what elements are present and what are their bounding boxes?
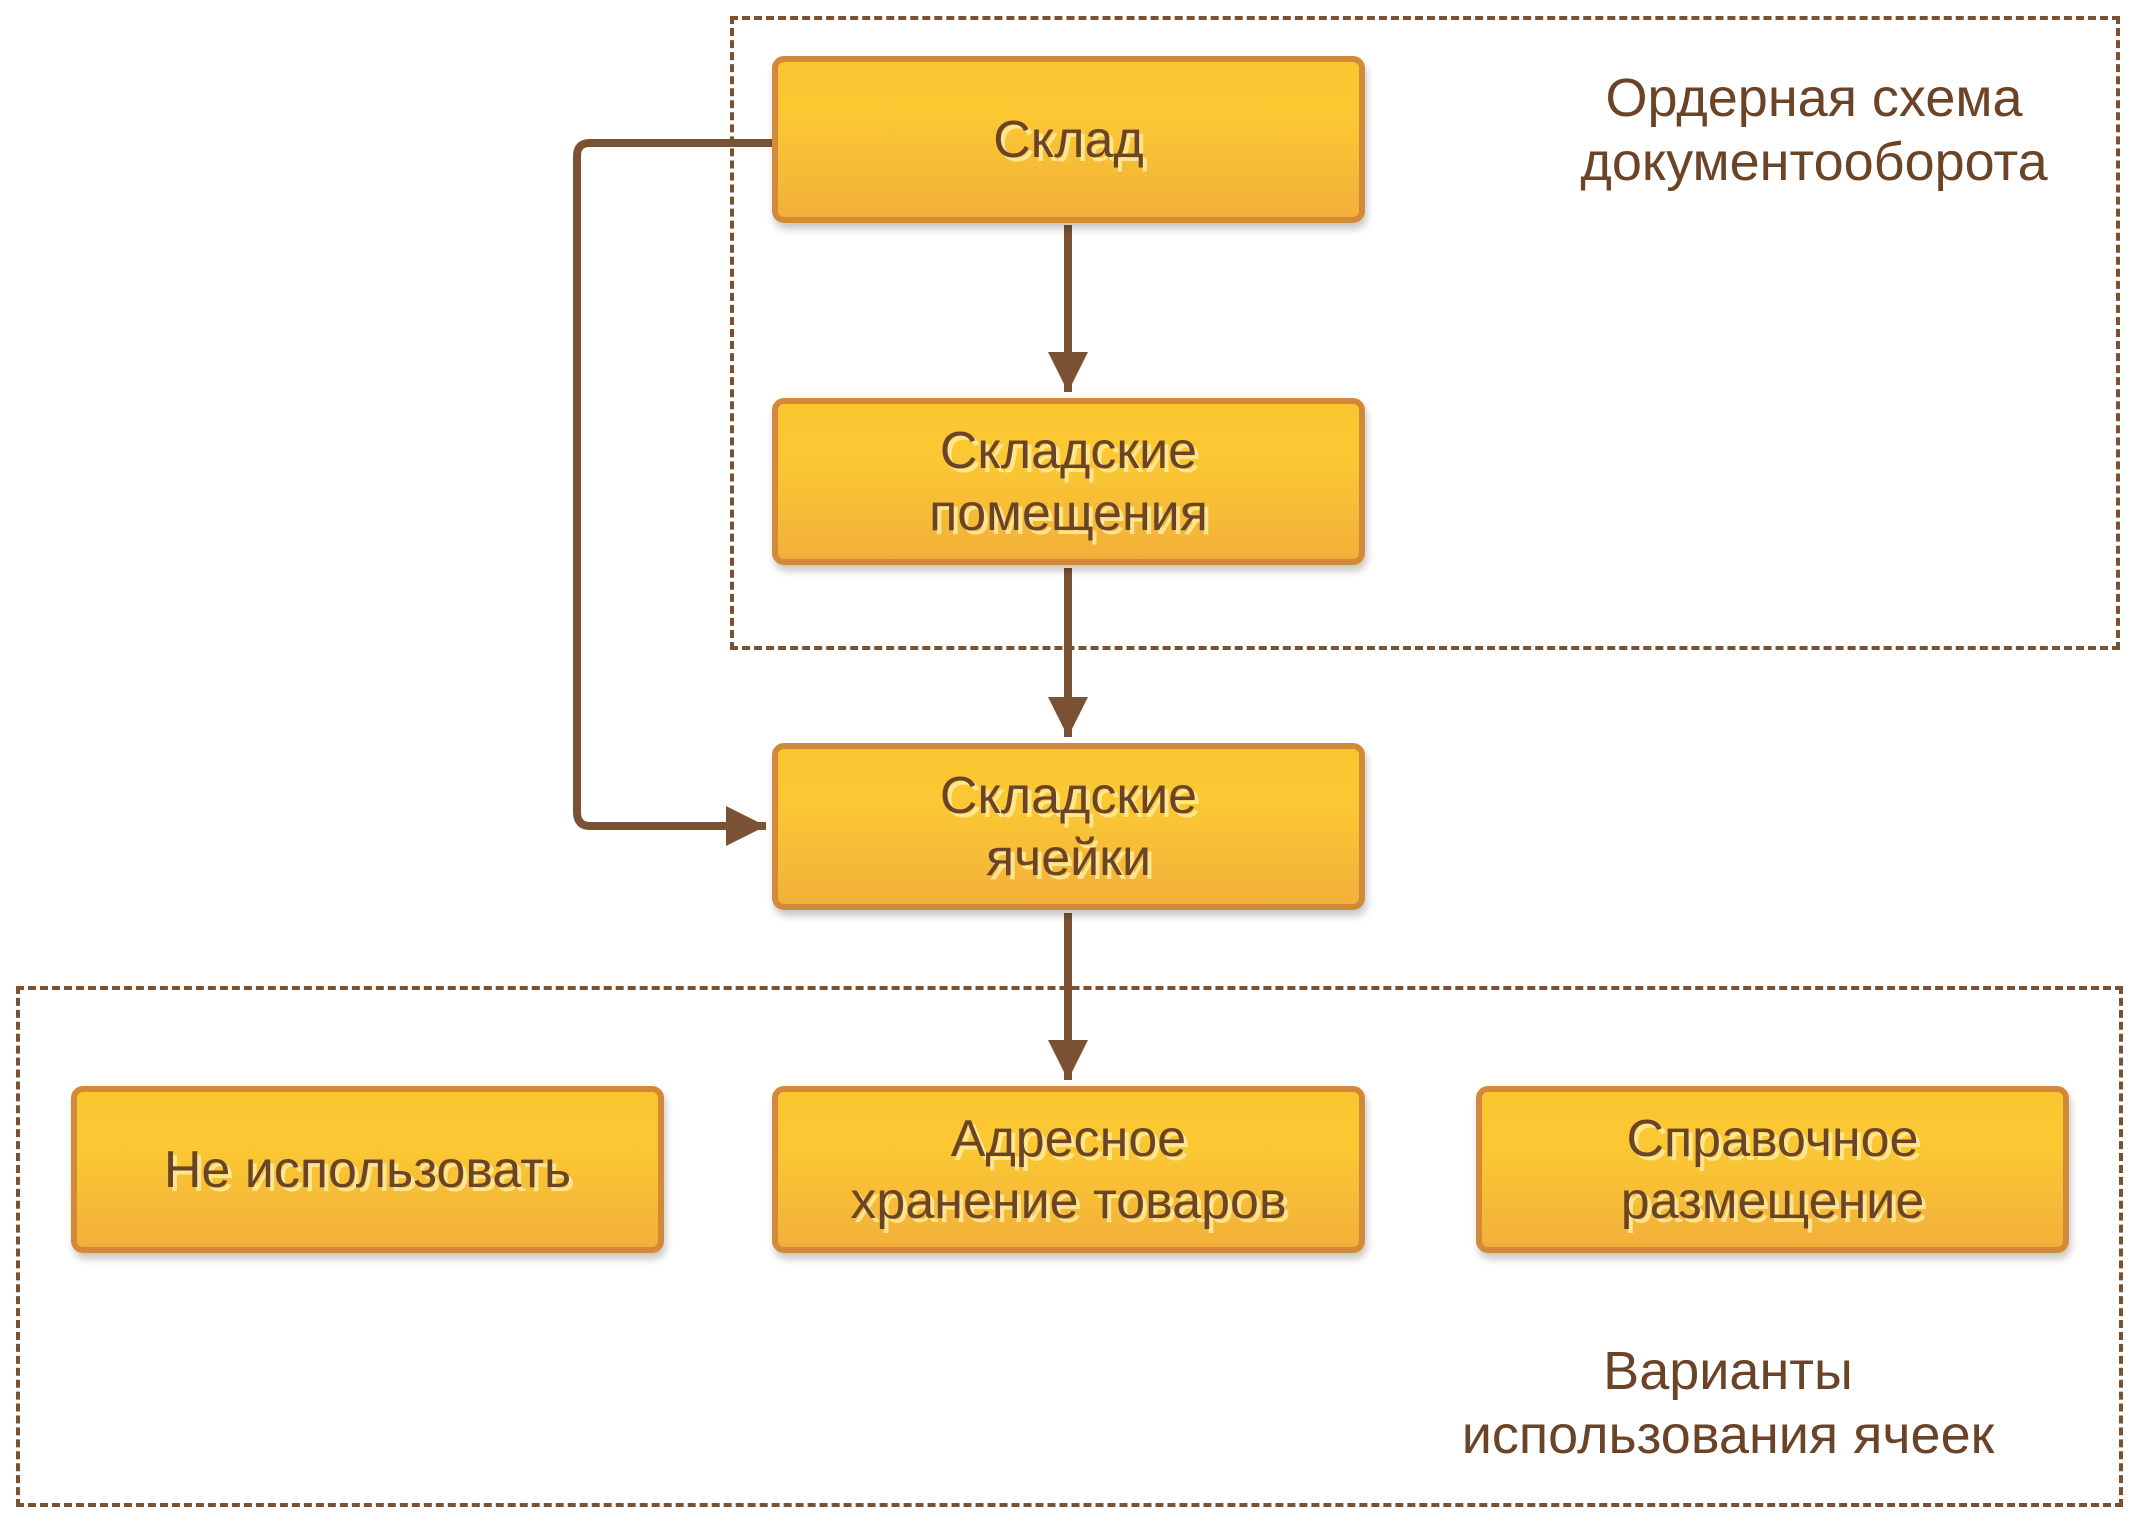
node-premises: Складские помещения	[772, 398, 1365, 565]
node-premises-label: Складские помещения	[929, 421, 1208, 542]
node-address-storage: Адресное хранение товаров	[772, 1086, 1365, 1253]
node-reference-placement: Справочное размещение	[1476, 1086, 2069, 1253]
group-cell-usage-label: Варианты использования ячеек	[1461, 1341, 1995, 1465]
node-not-use: Не использовать	[71, 1086, 664, 1253]
node-not-use-label: Не использовать	[163, 1140, 572, 1199]
node-warehouse-label: Склад	[993, 110, 1144, 169]
group-order-scheme	[730, 16, 2120, 650]
node-warehouse: Склад	[772, 56, 1365, 223]
group-order-scheme-label: Ордерная схема документооборота	[1580, 68, 2048, 192]
node-cells: Складские ячейки	[772, 743, 1365, 910]
node-cells-label: Складские ячейки	[939, 766, 1198, 887]
edge-warehouse-to-cells	[573, 139, 772, 846]
node-address-storage-label: Адресное хранение товаров	[850, 1109, 1287, 1230]
node-reference-placement-label: Справочное размещение	[1620, 1109, 1925, 1230]
